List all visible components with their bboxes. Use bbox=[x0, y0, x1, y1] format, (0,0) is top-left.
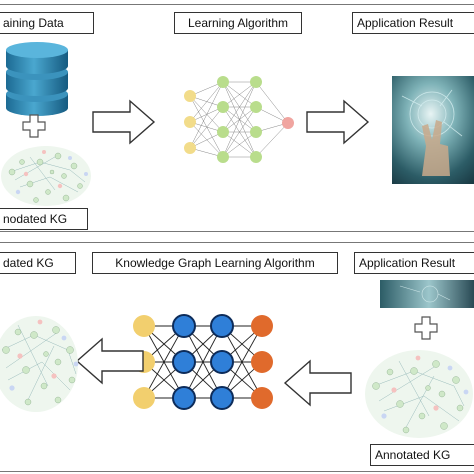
learning-algorithm-label: Learning Algorithm bbox=[174, 12, 302, 34]
plus-icon bbox=[414, 316, 438, 340]
nn-edge bbox=[143, 325, 185, 399]
nn-edge bbox=[189, 81, 224, 123]
nn-node bbox=[184, 116, 196, 128]
training-data-label: aining Data bbox=[0, 12, 94, 34]
nn-node bbox=[250, 151, 262, 163]
nn-node bbox=[217, 76, 229, 88]
nn-edge bbox=[222, 81, 257, 158]
nn-node bbox=[250, 126, 262, 138]
kg-learning-algorithm-label: Knowledge Graph Learning Algorithm bbox=[92, 252, 338, 274]
application-results-label: Application Result bbox=[352, 12, 474, 34]
nn-node bbox=[251, 387, 273, 409]
nn-edge bbox=[222, 81, 257, 133]
nn-node bbox=[217, 126, 229, 138]
database-icon bbox=[6, 42, 68, 116]
arrow-right-icon bbox=[306, 99, 370, 145]
annotated-kg-label-bottom-right: Annotated KG bbox=[370, 444, 474, 466]
knowledge-graph-image bbox=[365, 350, 473, 438]
neural-network-icon bbox=[133, 314, 273, 410]
application-results-label-bottom: Application Result bbox=[354, 252, 474, 274]
nn-node bbox=[172, 350, 196, 374]
nn-edge bbox=[189, 131, 224, 149]
neural-network-icon bbox=[184, 76, 294, 163]
nn-node bbox=[184, 90, 196, 102]
nn-node bbox=[210, 386, 234, 410]
nn-edge bbox=[189, 95, 224, 158]
nn-edge bbox=[222, 106, 257, 158]
nn-edge bbox=[189, 121, 224, 158]
nn-edge bbox=[189, 81, 224, 149]
nn-edge bbox=[189, 106, 224, 149]
nn-edge bbox=[222, 81, 257, 108]
knowledge-graph-image bbox=[0, 316, 79, 412]
application-photo bbox=[380, 280, 474, 308]
nn-node bbox=[184, 142, 196, 154]
nn-edge bbox=[221, 325, 263, 399]
nn-node bbox=[251, 351, 273, 373]
nn-edge bbox=[255, 122, 289, 158]
arrow-right-icon bbox=[92, 99, 156, 145]
nn-edge bbox=[183, 325, 223, 399]
nn-node bbox=[282, 117, 294, 129]
arrow-left-icon bbox=[283, 359, 352, 407]
nn-node bbox=[250, 101, 262, 113]
annotated-kg-label-top: nodated KG bbox=[0, 208, 88, 230]
nn-node bbox=[172, 386, 196, 410]
nn-node bbox=[251, 315, 273, 337]
application-photo bbox=[392, 76, 474, 184]
annotated-kg-label-bottom-left: dated KG bbox=[0, 252, 76, 274]
nn-node bbox=[210, 350, 234, 374]
nn-node bbox=[217, 101, 229, 113]
nn-node bbox=[210, 314, 234, 338]
nn-node bbox=[217, 151, 229, 163]
nn-edge bbox=[222, 131, 257, 158]
arrow-left-icon bbox=[75, 337, 144, 385]
nn-node bbox=[133, 315, 155, 337]
nn-node bbox=[133, 387, 155, 409]
nn-edge bbox=[189, 95, 224, 133]
knowledge-graph-image bbox=[1, 146, 91, 206]
nn-node bbox=[250, 76, 262, 88]
plus-icon bbox=[22, 114, 46, 138]
nn-node bbox=[172, 314, 196, 338]
nn-edge bbox=[255, 81, 289, 124]
